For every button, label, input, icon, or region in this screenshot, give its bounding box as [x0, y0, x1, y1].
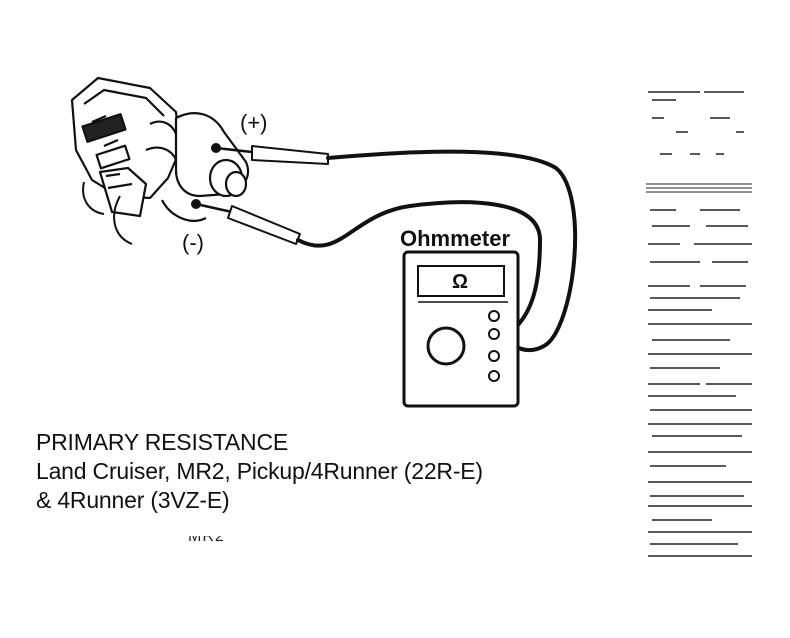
jack-3 [488, 350, 500, 362]
negative-lead [296, 200, 542, 336]
positive-probe [251, 145, 329, 165]
caption-engine-line: & 4Runner (3VZ-E) [36, 487, 230, 513]
meter-title: Ohmmeter [400, 226, 510, 251]
jack-1 [488, 310, 500, 322]
ohm-symbol: Ω [452, 271, 468, 293]
ohmmeter [402, 250, 520, 408]
meter-display [417, 265, 505, 297]
positive-probe-wire [214, 146, 254, 154]
jack-4 [488, 370, 500, 382]
negative-probe [227, 205, 301, 245]
caption-models-line: Land Cruiser, MR2, Pickup/4Runner (22R-E… [36, 458, 483, 484]
negative-probe-wire [194, 202, 234, 214]
adjacent-page-fragment [646, 91, 752, 557]
meter-dial [426, 326, 466, 366]
negative-label: (-) [182, 230, 204, 255]
positive-label: (+) [240, 110, 268, 135]
jack-2 [488, 328, 500, 340]
caption-fragment: MR2 [188, 528, 225, 545]
ignition-coil [70, 76, 250, 245]
meter-body [402, 250, 520, 408]
positive-lead [326, 149, 578, 353]
test-leads [194, 145, 578, 353]
caption-title: PRIMARY RESISTANCE [36, 429, 289, 455]
